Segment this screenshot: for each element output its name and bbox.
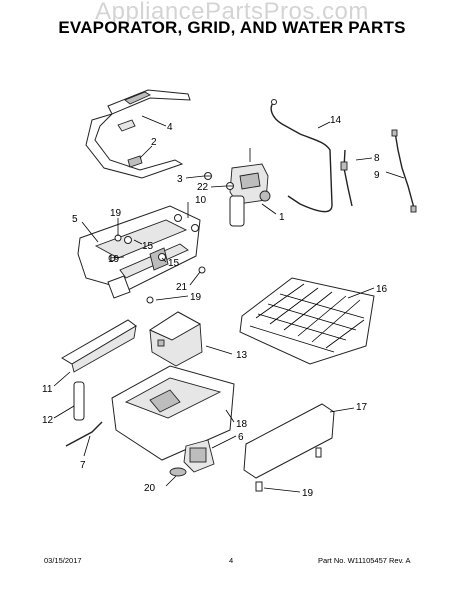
part-9-wire-harness[interactable] — [391, 129, 417, 213]
callout-11: 11 — [42, 384, 53, 395]
page-title: EVAPORATOR, GRID, AND WATER PARTS — [58, 18, 406, 37]
part-8-thermistor[interactable] — [340, 149, 353, 207]
callout-19-d: 19 — [302, 488, 314, 499]
part-16-grid[interactable] — [239, 277, 375, 365]
leader-lines — [53, 115, 405, 493]
callout-19-c: 19 — [190, 292, 202, 303]
part-1-water-valve[interactable] — [229, 148, 271, 227]
callout-labels: 4 2 3 22 1 14 8 9 10 19 5 15 19 15 21 19… — [42, 115, 388, 499]
callout-7: 7 — [80, 460, 86, 471]
part-15-screw[interactable] — [124, 236, 166, 261]
callout-1: 1 — [279, 212, 285, 223]
part-6-motor[interactable] — [183, 439, 215, 473]
callout-2: 2 — [151, 137, 157, 148]
callout-9: 9 — [374, 170, 380, 181]
callout-6: 6 — [238, 432, 244, 443]
callout-15-b: 15 — [168, 258, 180, 269]
footer-date: 03/15/2017 — [44, 556, 82, 565]
callout-13: 13 — [236, 350, 248, 361]
callout-17: 17 — [356, 402, 368, 413]
part-14-water-tube[interactable] — [270, 99, 333, 213]
callout-12: 12 — [42, 415, 54, 426]
part-12-heater[interactable] — [73, 381, 85, 421]
footer-page-number: 4 — [229, 556, 234, 565]
callout-3: 3 — [177, 174, 183, 185]
callout-19-a: 19 — [110, 208, 122, 219]
part-13-cover[interactable] — [148, 311, 203, 367]
part-2-bail-lower[interactable] — [85, 113, 184, 179]
callout-8: 8 — [374, 153, 380, 164]
part-10-screw[interactable] — [174, 214, 199, 232]
callout-14: 14 — [330, 115, 342, 126]
part-3-screw[interactable] — [204, 172, 212, 180]
callout-19-b: 19 — [108, 254, 120, 265]
callout-21: 21 — [176, 282, 188, 293]
part-20-gear[interactable] — [169, 467, 187, 477]
callout-5: 5 — [72, 214, 78, 225]
part-22-screw[interactable] — [226, 182, 234, 190]
part-11-fill-cup[interactable] — [61, 319, 137, 373]
callout-4: 4 — [167, 122, 173, 133]
callout-15-a: 15 — [142, 241, 154, 252]
callout-20: 20 — [144, 483, 156, 494]
part-4-bail-upper[interactable] — [107, 89, 191, 132]
part-17-insulation[interactable] — [243, 403, 335, 479]
callout-16: 16 — [376, 284, 388, 295]
part-21-screw[interactable] — [198, 266, 206, 274]
callout-22: 22 — [197, 182, 209, 193]
part-18-bin-base[interactable] — [111, 365, 235, 461]
part-7-fill-tube[interactable] — [65, 421, 103, 447]
part-5-evaporator[interactable] — [77, 205, 201, 299]
watermark-text: AppliancePartsPros.com — [95, 0, 369, 25]
callout-10: 10 — [195, 195, 207, 206]
callout-18: 18 — [236, 419, 248, 430]
footer-part-number: Part No. W11105457 Rev. A — [318, 556, 411, 565]
